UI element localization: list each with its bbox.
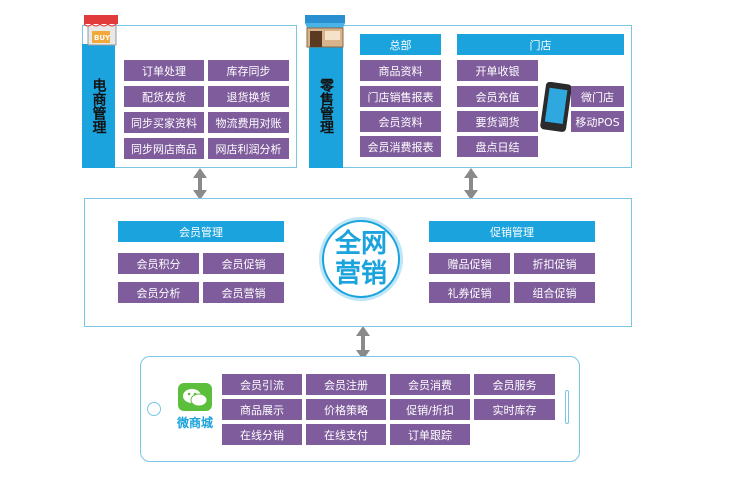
promotion-item[interactable]: 礼券促销 bbox=[429, 282, 510, 303]
retail-device-item[interactable]: 微门店 bbox=[571, 86, 624, 107]
retail-device-item[interactable]: 移动POS bbox=[571, 111, 624, 132]
member-item[interactable]: 会员分析 bbox=[118, 282, 199, 303]
weshop-item[interactable]: 促销/折扣 bbox=[390, 399, 470, 420]
ecommerce-item[interactable]: 网店利润分析 bbox=[208, 138, 289, 159]
weshop-item[interactable]: 在线支付 bbox=[306, 424, 386, 445]
ecommerce-item[interactable]: 订单处理 bbox=[124, 60, 204, 81]
marketing-circle: 全网 营销 bbox=[322, 220, 400, 298]
member-item[interactable]: 会员促销 bbox=[203, 253, 284, 274]
home-button-icon bbox=[147, 402, 161, 416]
promotion-item[interactable]: 赠品促销 bbox=[429, 253, 510, 274]
ecommerce-item[interactable]: 同步网店商品 bbox=[124, 138, 204, 159]
retail-store-item[interactable]: 要货调货 bbox=[457, 111, 538, 132]
weshop-item[interactable]: 会员消费 bbox=[390, 374, 470, 395]
retail-hq-item[interactable]: 商品资料 bbox=[360, 60, 441, 81]
storefront-icon bbox=[302, 13, 348, 49]
marketing-title-line2: 营销 bbox=[334, 259, 387, 289]
shopping-cart-icon: BUY bbox=[82, 13, 120, 47]
promotion-item[interactable]: 组合促销 bbox=[514, 282, 595, 303]
promotion-item[interactable]: 折扣促销 bbox=[514, 253, 595, 274]
weshop-item[interactable]: 会员服务 bbox=[474, 374, 555, 395]
weshop-item[interactable]: 会员注册 bbox=[306, 374, 386, 395]
marketing-title-line1: 全网 bbox=[334, 229, 387, 259]
retail-hq-item[interactable]: 会员消费报表 bbox=[360, 136, 441, 157]
ecommerce-item[interactable]: 库存同步 bbox=[208, 60, 289, 81]
retail-store-header: 门店 bbox=[457, 34, 624, 55]
weshop-item[interactable]: 价格策略 bbox=[306, 399, 386, 420]
weshop-item[interactable]: 会员引流 bbox=[222, 374, 302, 395]
member-item[interactable]: 会员营销 bbox=[203, 282, 284, 303]
double-arrow-icon bbox=[193, 168, 207, 200]
ecommerce-item[interactable]: 同步买家资料 bbox=[124, 112, 204, 133]
retail-store-item[interactable]: 开单收银 bbox=[457, 60, 538, 81]
promotion-management-header: 促销管理 bbox=[429, 221, 595, 242]
weshop-item[interactable]: 实时库存 bbox=[474, 399, 555, 420]
ecommerce-item[interactable]: 退货换货 bbox=[208, 86, 289, 107]
svg-text:BUY: BUY bbox=[94, 34, 111, 42]
retail-hq-header: 总部 bbox=[360, 34, 441, 55]
weshop-item[interactable]: 在线分销 bbox=[222, 424, 302, 445]
retail-hq-item[interactable]: 门店销售报表 bbox=[360, 86, 441, 107]
mobile-phone-icon bbox=[540, 81, 574, 134]
member-management-header: 会员管理 bbox=[118, 221, 284, 242]
retail-title: 零售管理 bbox=[309, 44, 343, 168]
ecommerce-item[interactable]: 配货发货 bbox=[124, 86, 204, 107]
retail-store-item[interactable]: 盘点日结 bbox=[457, 136, 538, 157]
retail-store-item[interactable]: 会员充值 bbox=[457, 86, 538, 107]
weshop-item[interactable]: 商品展示 bbox=[222, 399, 302, 420]
weshop-title: 微商城 bbox=[176, 416, 213, 430]
ecommerce-title: 电商管理 bbox=[82, 44, 115, 168]
double-arrow-icon bbox=[356, 326, 370, 360]
wechat-icon bbox=[177, 382, 213, 412]
member-item[interactable]: 会员积分 bbox=[118, 253, 199, 274]
retail-hq-item[interactable]: 会员资料 bbox=[360, 111, 441, 132]
double-arrow-icon bbox=[464, 168, 478, 200]
ecommerce-item[interactable]: 物流费用对账 bbox=[208, 112, 289, 133]
speaker-icon bbox=[565, 390, 569, 424]
weshop-item[interactable]: 订单跟踪 bbox=[390, 424, 470, 445]
